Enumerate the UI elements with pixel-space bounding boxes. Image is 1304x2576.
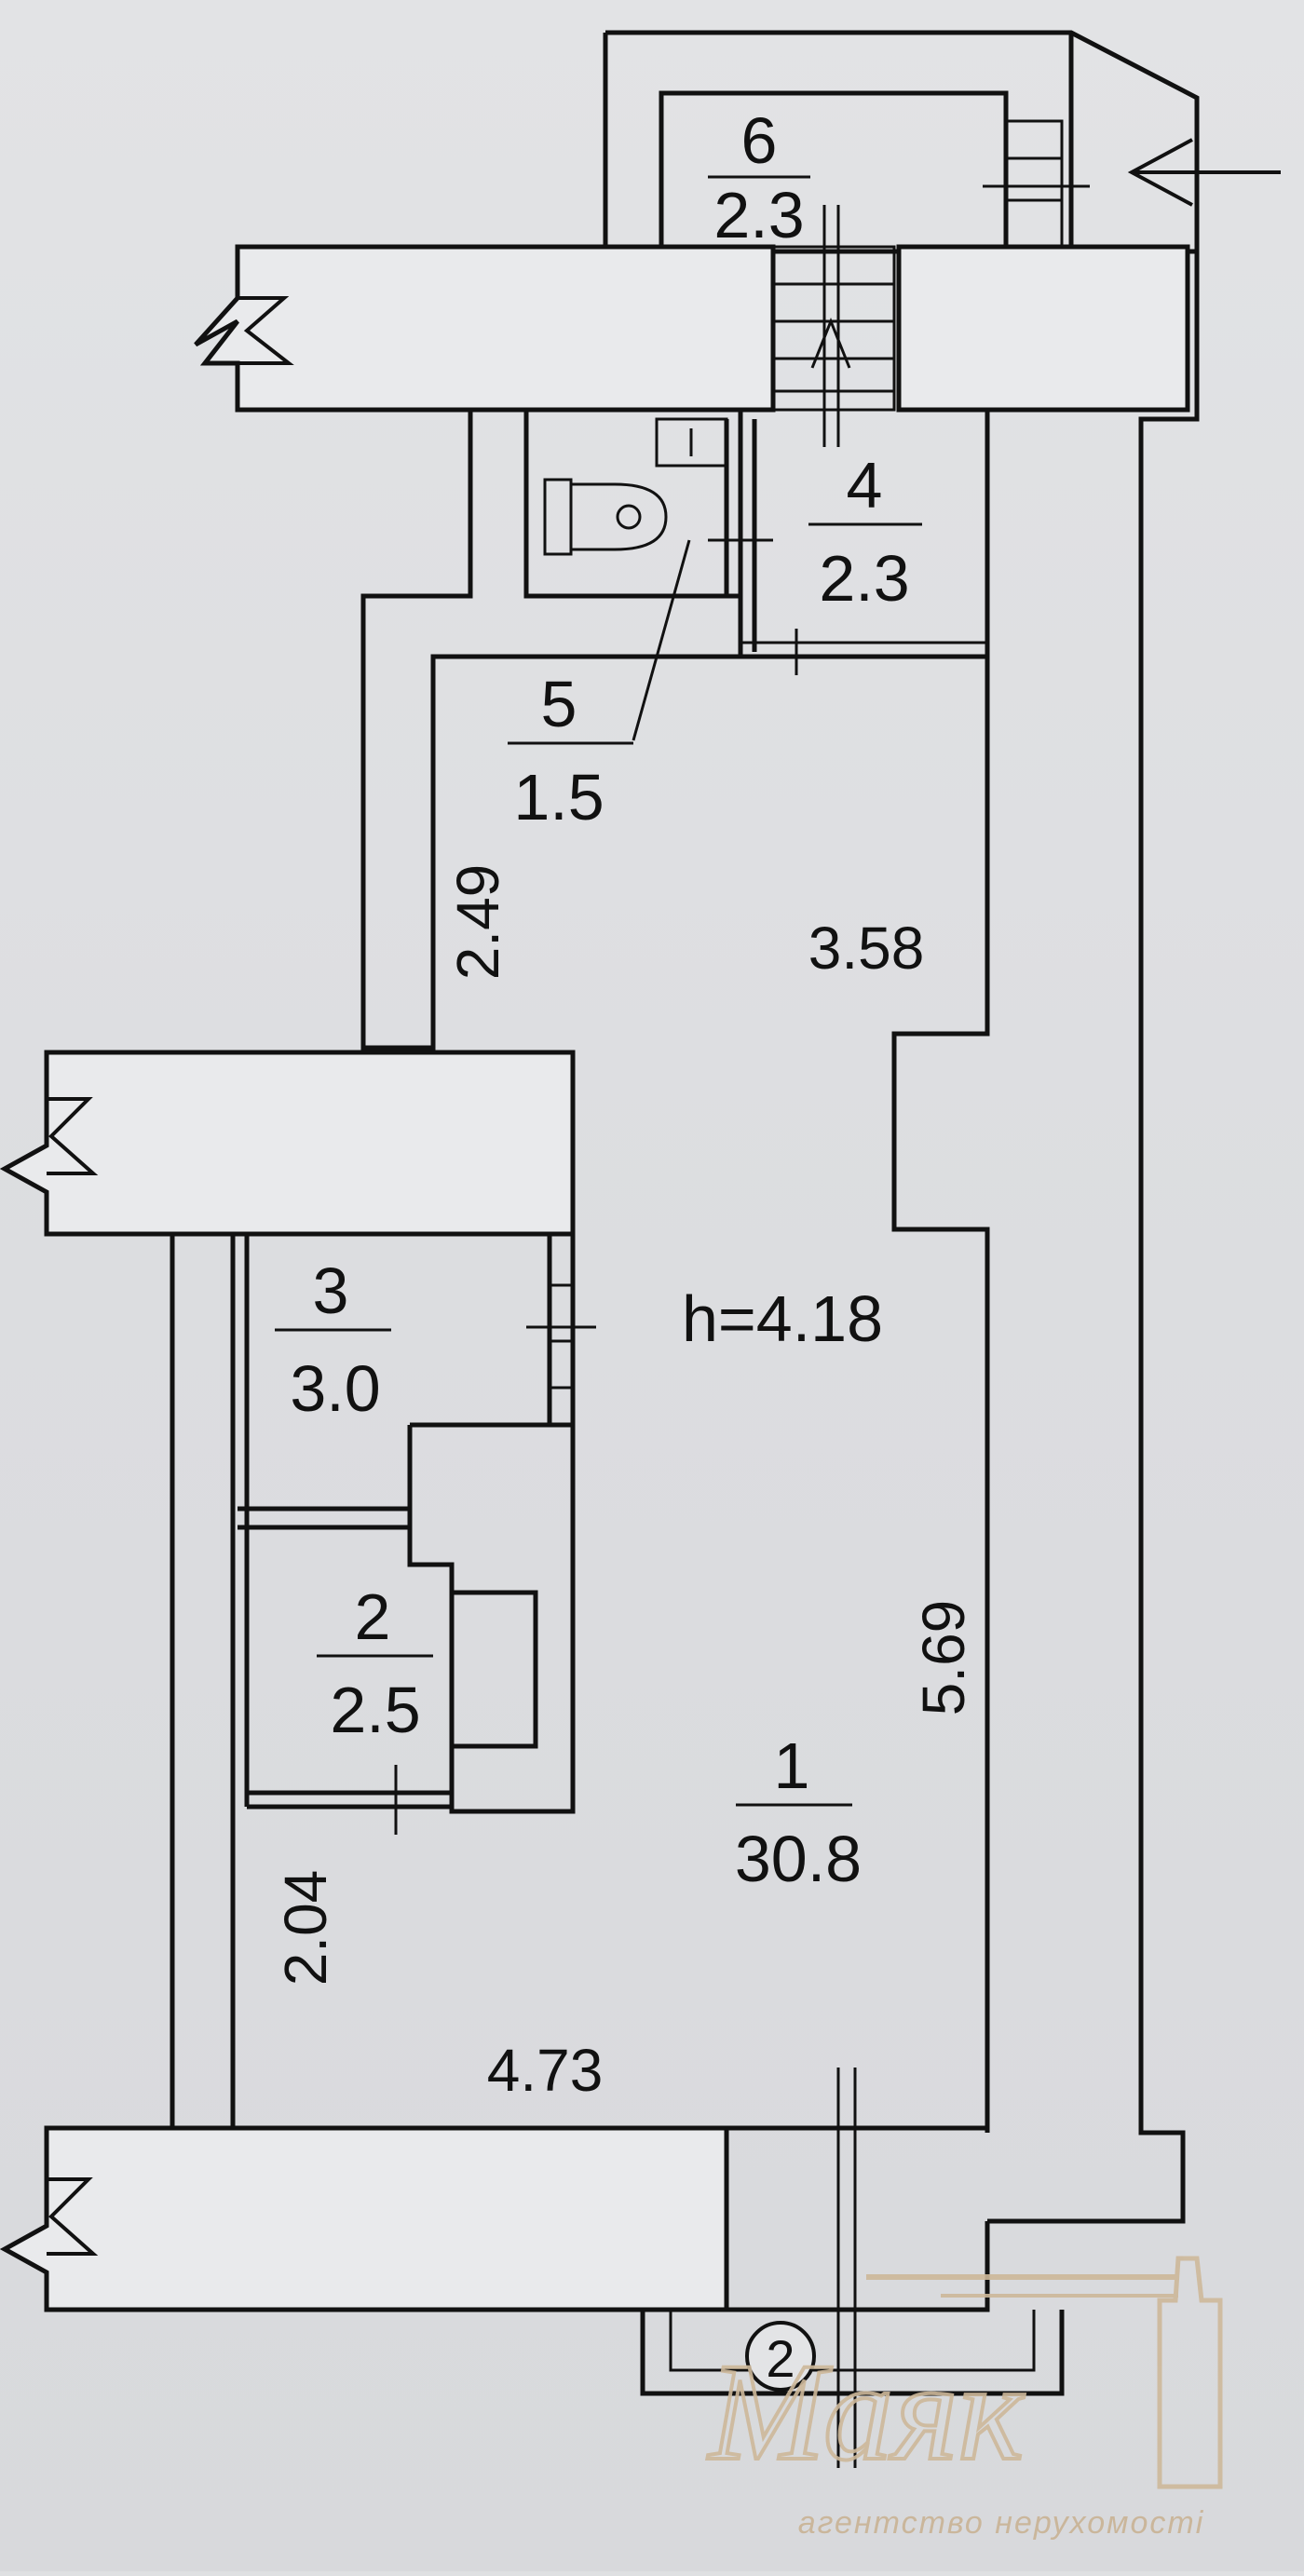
- room-label-1: 1 30.8: [735, 1729, 862, 1895]
- room-1-number: 1: [774, 1729, 810, 1802]
- dimension-2-49: 2.49: [444, 864, 511, 981]
- watermark-tagline: агентство нерухомості: [798, 2505, 1205, 2541]
- outer-walls: [603, 30, 1200, 2224]
- toilet-icon: [543, 478, 668, 556]
- room-label-6: 6 2.3: [708, 104, 810, 251]
- room-6-area: 2.3: [713, 179, 804, 251]
- wall-break-icon-3: [47, 2177, 99, 2256]
- upper-cross-wall: [194, 244, 1190, 413]
- entrance-arrow-icon: [1127, 138, 1281, 207]
- room-6-number: 6: [741, 104, 778, 177]
- room-4-area: 2.3: [819, 542, 909, 615]
- room-label-4: 4 2.3: [808, 449, 922, 615]
- ceiling-height: h=4.18: [682, 1282, 883, 1355]
- room-2-walls: [247, 1422, 576, 1835]
- dimension-2-04: 2.04: [272, 1870, 339, 1986]
- left-corridor-walls: [170, 1234, 250, 2128]
- dimension-4-73: 4.73: [487, 2037, 604, 2104]
- stairs-icon: [771, 205, 896, 447]
- room-label-3: 3 3.0: [275, 1254, 391, 1425]
- marker-label: 2: [766, 2329, 795, 2388]
- watermark-logo: Маяк агентство нерухомості: [705, 2256, 1223, 2541]
- bottom-cross-wall: [0, 2125, 990, 2312]
- watermark-brand: Маяк: [707, 2335, 1026, 2489]
- bottom-porch: [640, 2068, 1065, 2468]
- wall-break-icon: [238, 296, 294, 365]
- room-5-leader: [632, 539, 691, 741]
- dimension-5-69: 5.69: [910, 1600, 977, 1716]
- room-5-number: 5: [541, 668, 577, 740]
- wall-break-icon-2: [47, 1097, 99, 1175]
- room-label-2: 2 2.5: [317, 1580, 433, 1746]
- lighthouse-icon: [1157, 2256, 1223, 2489]
- middle-cross-wall: [0, 1050, 576, 1237]
- room-4-5-walls: [360, 410, 990, 1051]
- room-label-5: 5 1.5: [508, 668, 633, 834]
- room-3-number: 3: [313, 1254, 349, 1327]
- sink-icon: [655, 417, 728, 468]
- marker-circle: 2: [745, 2321, 816, 2392]
- room-1-area: 30.8: [735, 1823, 862, 1895]
- room-3-area: 3.0: [290, 1352, 380, 1425]
- room-5-area: 1.5: [513, 761, 604, 834]
- room-2-area: 2.5: [330, 1674, 420, 1746]
- dimension-3-58: 3.58: [808, 915, 925, 982]
- room-3-walls: [238, 1231, 596, 1530]
- room-2-number: 2: [355, 1580, 391, 1653]
- room-4-number: 4: [847, 449, 883, 522]
